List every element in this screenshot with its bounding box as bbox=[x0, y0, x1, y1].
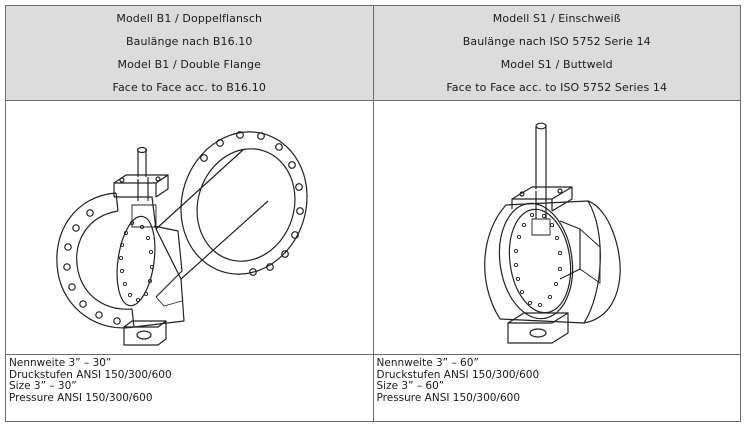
header-line: Face to Face acc. to ISO 5752 Series 14 bbox=[446, 81, 668, 94]
header-line: Baulänge nach ISO 5752 Serie 14 bbox=[462, 35, 651, 48]
spec-line: Druckstufen ANSI 150/300/600 bbox=[376, 368, 540, 381]
spec-line: Size 3” – 30” bbox=[9, 380, 77, 392]
header-line: Face to Face acc. to B16.10 bbox=[112, 81, 266, 94]
double-flange-valve-drawing bbox=[56, 131, 308, 346]
disc-bolts bbox=[118, 220, 155, 303]
header-cell-s1: Modell S1 / Einschweiß Baulänge nach ISO… bbox=[372, 5, 741, 101]
spec-line: Nennweite 3” – 30” bbox=[9, 357, 112, 369]
specs-row: Nennweite 3” – 30” Druckstufen ANSI 150/… bbox=[5, 354, 741, 422]
back-flange-bolt-holes bbox=[200, 131, 304, 276]
image-cell-b1 bbox=[5, 100, 374, 355]
spec-line: Size 3” – 60” bbox=[376, 380, 445, 392]
spec-line: Pressure ANSI 150/300/600 bbox=[376, 391, 521, 404]
image-cell-s1 bbox=[372, 100, 741, 355]
buttweld-valve-drawing bbox=[483, 122, 621, 344]
header-line: Modell S1 / Einschweiß bbox=[492, 12, 621, 25]
spec-line: Nennweite 3” – 60” bbox=[376, 357, 479, 369]
spec-line: Druckstufen ANSI 150/300/600 bbox=[9, 368, 172, 381]
header-line: Model S1 / Buttweld bbox=[500, 58, 613, 71]
disc-bolts bbox=[513, 212, 562, 308]
specs-cell-s1: Nennweite 3” – 60” Druckstufen ANSI 150/… bbox=[372, 354, 741, 422]
header-line: Model B1 / Double Flange bbox=[117, 58, 261, 71]
header-row: Modell B1 / Doppelflansch Baulänge nach … bbox=[5, 5, 741, 101]
valve-comparison-table: Modell B1 / Doppelflansch Baulänge nach … bbox=[5, 5, 741, 422]
header-line: Modell B1 / Doppelflansch bbox=[116, 12, 263, 25]
specs-cell-b1: Nennweite 3” – 30” Druckstufen ANSI 150/… bbox=[5, 354, 374, 422]
image-row bbox=[5, 100, 741, 355]
header-cell-b1: Modell B1 / Doppelflansch Baulänge nach … bbox=[5, 5, 374, 101]
front-flange-bolt-holes bbox=[63, 209, 121, 325]
header-line: Baulänge nach B16.10 bbox=[125, 35, 253, 48]
spec-line: Pressure ANSI 150/300/600 bbox=[9, 391, 153, 404]
